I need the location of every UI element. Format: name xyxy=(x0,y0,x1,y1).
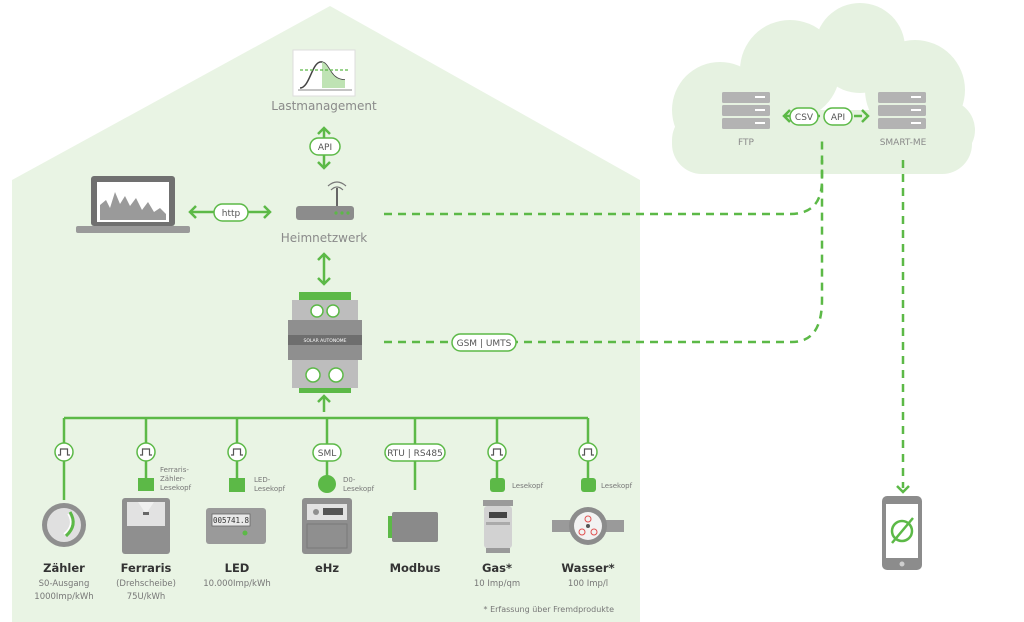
meter-label-gas: Gas* 10 Imp/qm xyxy=(474,561,520,589)
meter-label-zaehler: Zähler S0-Ausgang 1000Imp/kWh xyxy=(34,561,93,602)
router-label: Heimnetzwerk xyxy=(281,231,368,245)
led-sensor-label: LED- Lesekopf xyxy=(254,476,286,493)
pulse-badge-wasser xyxy=(578,442,598,462)
http-badge: http xyxy=(213,203,249,222)
meter-sub2: 75U/kWh xyxy=(127,592,166,602)
ferraris-sensor-line2: Zähler- xyxy=(160,475,185,483)
meter-title: Zähler xyxy=(43,561,85,575)
gsm-badge-label: GSM | UMTS xyxy=(457,339,512,349)
meter-sub1: (Drehscheibe) xyxy=(116,579,176,589)
gsm-badge: GSM | UMTS xyxy=(451,333,517,352)
gas-meter-icon xyxy=(483,500,513,553)
meter-title: Wasser* xyxy=(561,561,614,575)
smartme-label: SMART-ME xyxy=(880,138,927,148)
meter-sub2: 1000Imp/kWh xyxy=(34,592,93,602)
ferraris-meter-icon xyxy=(122,498,170,554)
meter-title: Ferraris xyxy=(121,561,172,575)
meter-label-ferraris: Ferraris (Drehscheibe) 75U/kWh xyxy=(116,561,176,602)
footnote: * Erfassung über Fremdprodukte xyxy=(484,605,615,614)
modbus-module-icon xyxy=(388,512,438,542)
meter-sub1: 10 Imp/qm xyxy=(474,579,520,589)
laptop-chart-icon xyxy=(76,176,190,233)
ehz-sensor-line2: Lesekopf xyxy=(343,485,375,493)
ehz-sensor-icon xyxy=(318,475,336,493)
smartphone-app-icon xyxy=(882,496,922,570)
meter-title: LED xyxy=(225,561,250,575)
csv-badge: CSV xyxy=(789,107,819,126)
led-meter-icon: 005741.8 xyxy=(206,508,266,544)
solid-connectors xyxy=(62,128,590,500)
led-meter-display: 005741.8 xyxy=(213,516,250,525)
meter-label-modbus: Modbus xyxy=(390,561,441,575)
sml-badge: SML xyxy=(312,443,342,462)
ferraris-sensor-label: Ferraris- Zähler- Lesekopf xyxy=(160,466,192,492)
ferraris-sensor-icon xyxy=(138,478,154,491)
sml-badge-label: SML xyxy=(318,449,337,459)
pulse-badge-zaehler xyxy=(54,442,74,462)
api-badge-cloud: API xyxy=(823,107,853,126)
api-badge-house-label: API xyxy=(318,143,332,153)
pulse-badge-ferraris xyxy=(136,442,156,462)
rtu-rs485-badge: RTU | RS485 xyxy=(384,443,446,462)
http-badge-label: http xyxy=(222,209,241,219)
pulse-badge-gas xyxy=(487,442,507,462)
meter-label-wasser: Wasser* 100 Imp/l xyxy=(561,561,614,589)
ftp-server-icon xyxy=(722,92,770,129)
led-sensor-icon xyxy=(229,478,245,492)
ferraris-sensor-line1: Ferraris- xyxy=(160,466,189,474)
ftp-label: FTP xyxy=(738,138,755,148)
csv-badge-label: CSV xyxy=(795,113,814,123)
gateway-brand: SOLAR AUTONOME xyxy=(304,338,347,344)
s0-meter-icon xyxy=(42,503,86,547)
meter-title: Modbus xyxy=(390,561,441,575)
ehz-sensor-line1: D0- xyxy=(343,476,356,484)
meter-label-led: LED 10.000Imp/kWh xyxy=(203,561,271,589)
ehz-meter-icon xyxy=(302,498,352,554)
smart-meter-gateway-icon: SOLAR AUTONOME xyxy=(288,292,362,393)
smartme-server-icon xyxy=(878,92,926,129)
meter-sub1: S0-Ausgang xyxy=(39,579,90,589)
wasser-sensor-label: Lesekopf xyxy=(601,482,633,490)
gas-sensor-label: Lesekopf xyxy=(512,482,544,490)
meter-label-ehz: eHz xyxy=(315,561,339,575)
load-curve-icon xyxy=(292,49,356,97)
meter-sub1: 100 Imp/l xyxy=(568,579,608,589)
ferraris-sensor-line3: Lesekopf xyxy=(160,484,192,492)
led-sensor-line1: LED- xyxy=(254,476,271,484)
api-badge-cloud-label: API xyxy=(831,113,845,123)
router-icon xyxy=(296,181,354,220)
water-meter-icon xyxy=(552,507,624,545)
api-badge-house: API xyxy=(309,137,341,156)
meter-title: eHz xyxy=(315,561,339,575)
lastmanagement-label: Lastmanagement xyxy=(271,99,377,113)
cloud-background xyxy=(672,3,975,174)
pulse-badge-led xyxy=(227,442,247,462)
ehz-sensor-label: D0- Lesekopf xyxy=(343,476,375,493)
arrowheads xyxy=(188,109,910,494)
led-sensor-line2: Lesekopf xyxy=(254,485,286,493)
gas-sensor-icon xyxy=(490,478,505,492)
wasser-sensor-icon xyxy=(581,478,596,492)
meter-title: Gas* xyxy=(482,561,512,575)
rtu-rs485-badge-label: RTU | RS485 xyxy=(387,449,443,459)
meter-sub1: 10.000Imp/kWh xyxy=(203,579,271,589)
